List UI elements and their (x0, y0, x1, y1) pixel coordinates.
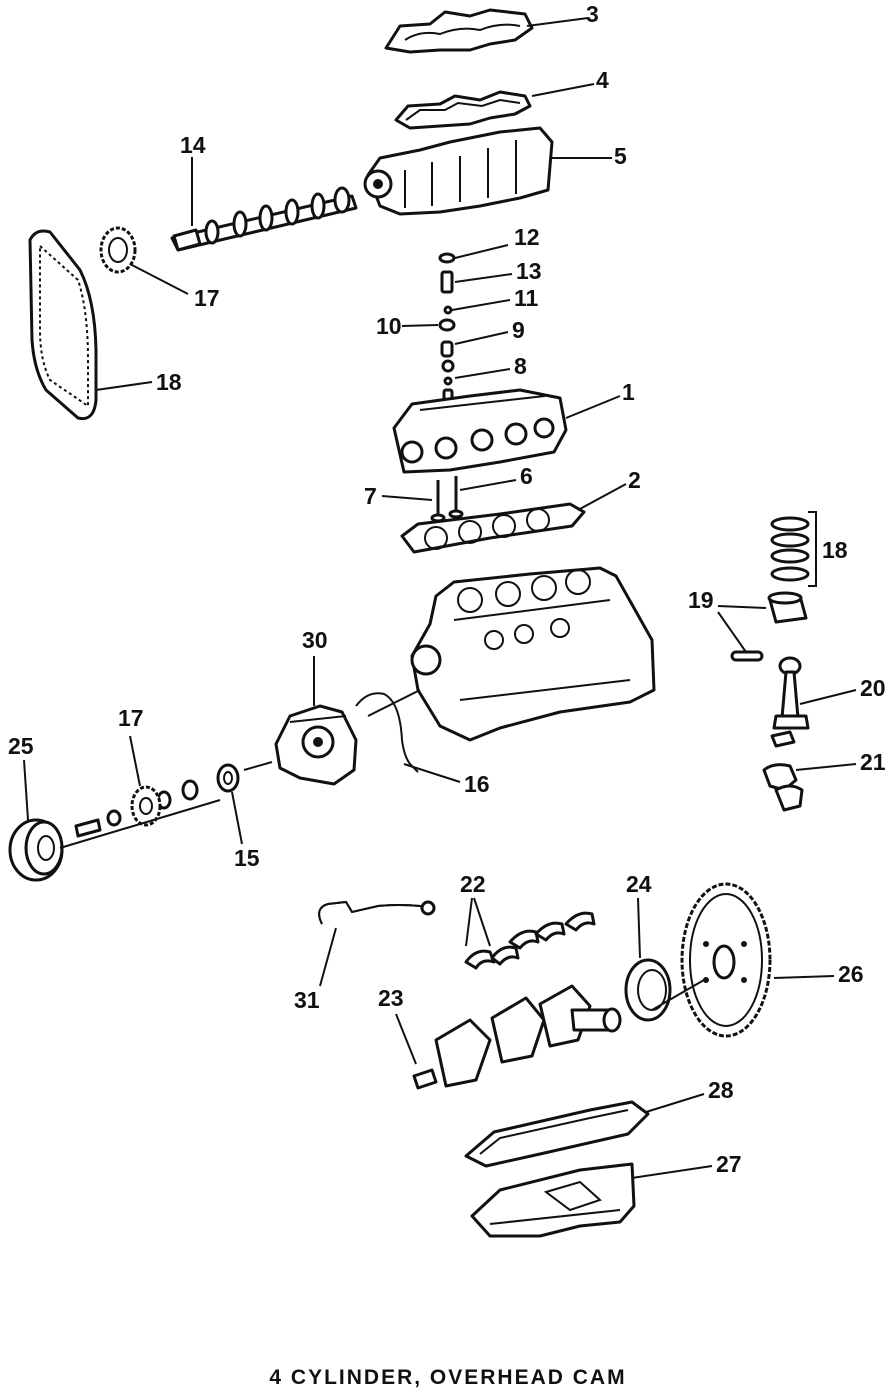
part-cam-sprocket (99, 226, 137, 274)
part-head-gasket (400, 502, 586, 554)
callout-20: 19 (688, 587, 714, 613)
part-piston (730, 591, 808, 662)
part-main-bearings (464, 911, 596, 970)
callout-3: 3 (586, 1, 599, 27)
callout-19: 18 (822, 537, 848, 563)
callout-25: 24 (626, 871, 652, 897)
part-camshaft (170, 186, 358, 252)
callout-11: 11 (514, 285, 539, 311)
part-timing-belt (28, 229, 98, 421)
callout-4: 4 (596, 67, 609, 93)
part-piston-rings (770, 516, 810, 582)
callout-17-lower: 17 (118, 705, 144, 731)
callout-6: 6 (520, 463, 533, 489)
part-engine-block (410, 566, 656, 742)
callout-8: 8 (514, 353, 527, 379)
callout-18: 18 (156, 369, 182, 395)
callout-15: 15 (234, 845, 260, 871)
part-rear-main-seal (624, 958, 672, 1022)
part-cylinder-head (392, 388, 568, 474)
part-cover-gasket (394, 90, 532, 130)
diagram-caption: 4 CYLINDER, OVERHEAD CAM (269, 1366, 627, 1389)
callout-17-upper: 17 (194, 285, 220, 311)
callout-2: 2 (628, 467, 641, 493)
part-valve-train (438, 252, 456, 410)
callout-31: 31 (294, 987, 320, 1013)
callout-27: 26 (838, 961, 864, 987)
part-oil-pump (274, 704, 358, 786)
part-valves (430, 476, 464, 523)
part-crankshaft (412, 984, 622, 1090)
callout-24: 23 (378, 985, 404, 1011)
callout-30: 30 (302, 627, 328, 653)
callout-12: 12 (514, 224, 540, 250)
part-connecting-rod (762, 656, 810, 812)
callout-9: 9 (512, 317, 525, 343)
callout-22: 21 (860, 749, 886, 775)
part-flywheel (680, 882, 772, 1038)
part-front-cover-gasket (355, 692, 419, 773)
part-crank-key-washer (74, 779, 199, 838)
part-front-seal (216, 763, 240, 793)
part-crank-sprocket (130, 785, 162, 827)
part-oil-pan (470, 1162, 636, 1238)
callout-labels: 3 4 5 14 17 18 12 13 11 10 9 8 1 6 7 2 1… (8, 1, 886, 1177)
callout-leaders (23, 17, 857, 1179)
callout-7: 7 (364, 483, 377, 509)
callout-1: 1 (622, 379, 635, 405)
callout-14: 14 (180, 132, 206, 158)
callout-29: 28 (708, 1077, 734, 1103)
callout-23: 22 (460, 871, 486, 897)
callout-13: 13 (516, 258, 542, 284)
part-oil-pan-gasket (464, 1100, 650, 1168)
part-oil-pickup-tube (318, 900, 436, 925)
part-valve-cover (384, 8, 534, 54)
callout-10: 10 (376, 313, 402, 339)
part-crank-pulley (8, 818, 64, 882)
callout-21: 20 (860, 675, 886, 701)
callout-26: 25 (8, 733, 34, 759)
callout-5: 5 (614, 143, 627, 169)
callout-28: 27 (716, 1151, 742, 1177)
part-camshaft-carrier (363, 126, 554, 216)
callout-16: 16 (464, 771, 490, 797)
